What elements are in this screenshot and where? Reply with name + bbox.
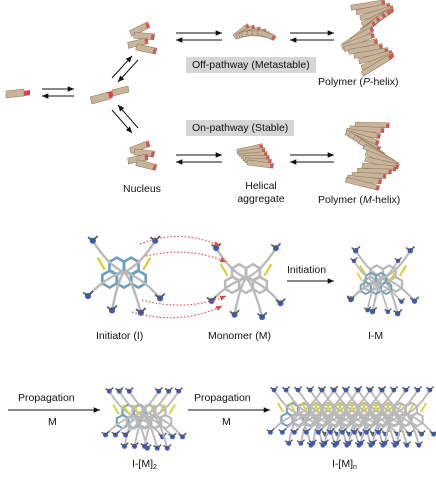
dotted-arrow — [141, 295, 227, 306]
on-pathway-nucleus — [127, 140, 158, 171]
nucleus-sheet — [133, 32, 156, 40]
polymer-sheet — [344, 176, 381, 191]
propagation-monomer-label-2: M — [222, 416, 231, 428]
propagation-monomer-label-1: M — [48, 416, 57, 428]
initiator-core — [82, 235, 166, 316]
nucleus-sheet — [127, 37, 149, 49]
equilibrium-arrows-1 — [42, 86, 74, 99]
i-m-complex — [346, 245, 420, 317]
stack-unit — [374, 385, 436, 448]
off-pathway-label: Off-pathway (Metastable) — [186, 57, 316, 73]
helical-aggregate-label-1: Helical — [245, 180, 277, 192]
stack-unit — [121, 387, 187, 451]
polymer-sheet — [360, 53, 393, 77]
nucleus-sheet — [135, 159, 158, 171]
off-pathway-nucleus — [127, 21, 158, 55]
dimer-sheet — [89, 85, 130, 105]
i-m-label: I-M — [368, 330, 384, 342]
i-mn-stack — [266, 385, 436, 448]
arrows-to-on-nucleus — [111, 104, 139, 134]
aggregate-sheet — [256, 29, 277, 41]
off-pathway-aggregate — [232, 23, 277, 41]
i-m2-label: I-[M]2 — [132, 458, 157, 471]
initiator-molecule — [82, 235, 166, 316]
monomer-molecule — [206, 242, 286, 321]
initiator-label: Initiator (I) — [96, 330, 144, 342]
hydrogen-bond-dotted-arrows — [131, 235, 227, 319]
monomer-core — [206, 242, 286, 321]
nucleus-sheet — [135, 43, 158, 55]
nucleus-label: Nucleus — [123, 183, 161, 195]
polymer-m-helix — [344, 122, 400, 191]
equilibrium-arrows-off-1 — [176, 30, 222, 43]
equilibrium-arrows-off-2 — [290, 30, 334, 43]
equilibrium-arrows-on-2 — [290, 152, 334, 165]
on-pathway-label: On-pathway (Stable) — [186, 120, 295, 136]
polymer-sheet — [346, 175, 383, 185]
polymer-m-label: Polymer (M-helix) — [318, 194, 401, 206]
arrows-to-off-nucleus — [111, 55, 139, 83]
monomer-label: Monomer (M) — [208, 330, 272, 342]
nucleus-sheet — [127, 153, 149, 165]
dotted-arrow — [145, 251, 227, 263]
equilibrium-arrows-on-1 — [176, 152, 222, 165]
initiation-label: Initiation — [287, 264, 327, 276]
polymer-sheet — [343, 38, 379, 52]
polymer-p-helix — [341, 0, 395, 77]
nucleus-sheet — [133, 148, 156, 158]
i-m2-stack — [101, 387, 187, 451]
im-initiator-core — [346, 257, 406, 315]
im-monomer-core — [346, 245, 420, 317]
i-mn-label: I-[M]n — [332, 458, 357, 471]
helical-aggregate — [236, 143, 274, 169]
propagation-label-2: Propagation — [194, 392, 251, 404]
dotted-arrow — [131, 305, 223, 319]
monomer-sheet — [5, 88, 30, 99]
polymer-p-label: Polymer (P-helix) — [318, 76, 399, 88]
helical-aggregate-label-2: aggregate — [237, 193, 285, 205]
dotted-arrow — [139, 235, 221, 247]
aggregate-sheet — [246, 159, 274, 169]
propagation-label-1: Propagation — [18, 392, 75, 404]
